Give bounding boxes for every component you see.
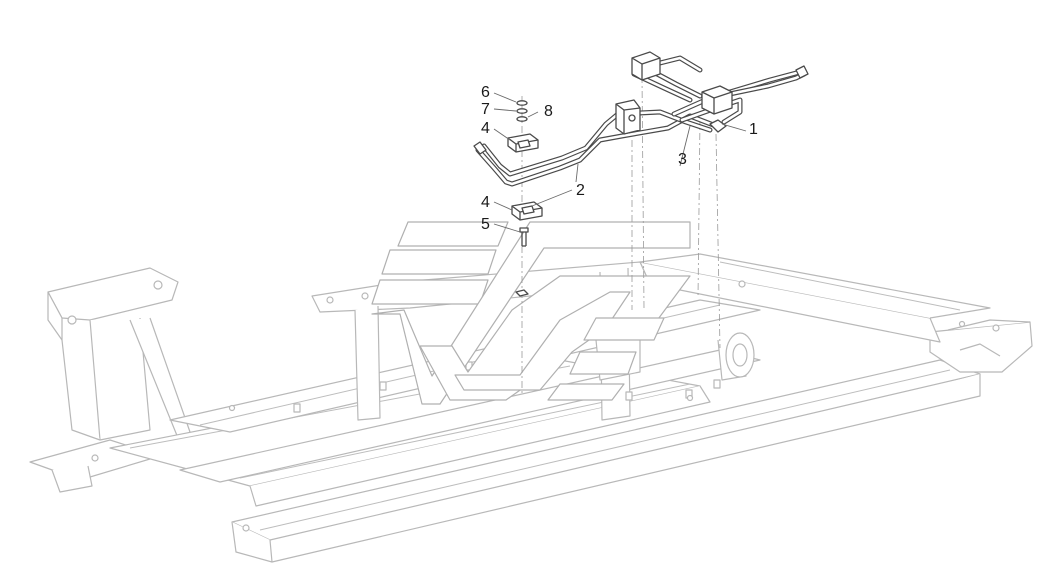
centerlines bbox=[521, 75, 721, 396]
callout-item-7: 7 bbox=[481, 101, 490, 118]
logo-watermark bbox=[371, 221, 691, 405]
callout-item-4-top: 4 bbox=[481, 120, 490, 137]
clamp-hardware bbox=[507, 100, 543, 297]
callout-item-1: 1 bbox=[749, 121, 758, 138]
chassis-frame bbox=[29, 253, 1033, 563]
callout-item-2: 2 bbox=[576, 182, 585, 199]
leader-lines bbox=[493, 92, 747, 233]
callout-item-5: 5 bbox=[481, 216, 490, 233]
callout-item-8: 8 bbox=[544, 103, 553, 120]
callout-item-4-bottom: 4 bbox=[481, 194, 490, 211]
pipe-assembly bbox=[473, 51, 809, 187]
callout-item-6: 6 bbox=[481, 84, 490, 101]
callout-item-3: 3 bbox=[678, 151, 687, 168]
